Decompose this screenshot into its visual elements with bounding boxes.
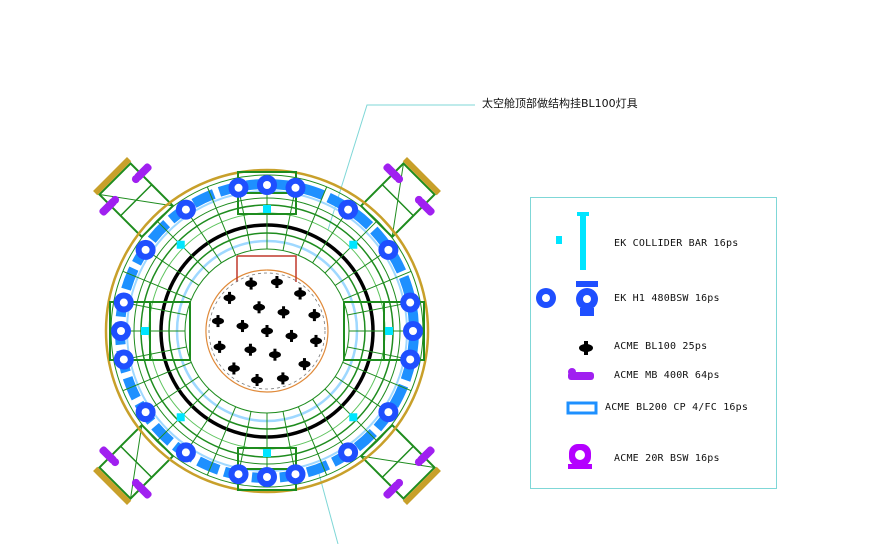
collider-bar-marker	[263, 449, 271, 457]
ek-h1-fixture	[175, 442, 196, 463]
truss-spoke	[297, 186, 328, 256]
ek-h1-fixture	[257, 175, 277, 195]
mb400r-fixture-icon	[568, 368, 594, 380]
ek-h1-fixture	[113, 349, 134, 370]
legend-label-collider-bar: EK COLLIDER BAR 16ps	[614, 238, 739, 249]
bl100-fixture	[223, 291, 236, 304]
legend-label-20r-bsw: ACME 20R BSW 16ps	[614, 453, 720, 464]
bl100-fixture	[298, 358, 311, 371]
ek-h1-fixture	[285, 177, 306, 198]
ek-h1-fixture	[378, 239, 399, 260]
ek-h1-fixture	[400, 292, 421, 313]
collider-bar-marker	[349, 240, 358, 249]
bl100-fixture	[308, 309, 321, 322]
ek-h1-fixture	[135, 239, 156, 260]
bl100-fixture	[236, 320, 249, 333]
bl100-fixture	[270, 275, 283, 288]
ek-h1-fixture	[338, 199, 359, 220]
collider-bar-marker	[349, 413, 358, 422]
legend-label-ek-h1: EK H1 480BSW 16ps	[614, 293, 720, 304]
bl100-fixture	[261, 325, 273, 337]
bl100-fixture	[285, 329, 298, 342]
legend-label-bl100: ACME BL100 25ps	[614, 341, 708, 352]
bl100-fixture	[227, 362, 240, 375]
outer-ring	[104, 168, 430, 494]
bl100-fixture	[244, 343, 257, 356]
ek-h1-fixture	[228, 177, 249, 198]
bl100-fixture	[213, 340, 226, 353]
bl200-bar-icon	[566, 401, 598, 415]
collider-bar-marker	[176, 413, 185, 422]
annotation-text: 太空舱顶部做结构挂BL100灯具	[482, 97, 638, 110]
ek-h1-fixture	[378, 402, 399, 423]
bl100-fixture	[268, 348, 281, 361]
collider-bar-markers	[141, 205, 393, 457]
diagonal-truss-arms	[93, 157, 441, 505]
legend-label-mb400r: ACME MB 400R 64ps	[614, 370, 720, 381]
truss-spoke	[122, 361, 192, 392]
collider-bar-marker	[176, 240, 185, 249]
collider-bar-marker	[385, 327, 393, 335]
collider-bar-icon	[556, 212, 589, 270]
legend-icons	[536, 212, 598, 469]
legend-label-bl200: ACME BL200 CP 4/FC 16ps	[605, 402, 749, 413]
bl100-fixture	[310, 334, 323, 347]
ek-h1-fixture	[400, 349, 421, 370]
ek-h1-fixture	[228, 464, 249, 485]
legend-panel	[530, 197, 777, 489]
ek-h1-fixture-ring	[111, 175, 423, 487]
bl100-fixture	[276, 372, 289, 385]
collider-bar-marker	[141, 327, 149, 335]
bl100-fixture	[253, 301, 266, 314]
moving-head-blue-icon	[536, 281, 598, 316]
truss-spoke	[342, 270, 412, 301]
ek-h1-fixture	[403, 321, 423, 341]
orange-stage-arc	[205, 269, 329, 393]
collider-bar-marker	[263, 205, 271, 213]
ek-h1-fixture	[257, 467, 277, 487]
ek-h1-fixture	[113, 292, 134, 313]
bl100-fixture-icon	[579, 341, 593, 355]
red-stage-outline	[236, 255, 297, 282]
20r-bsw-icon	[568, 444, 592, 469]
bl100-fixture-cluster	[211, 275, 323, 387]
ek-h1-fixture	[175, 199, 196, 220]
truss-spoke	[206, 186, 237, 256]
ek-h1-fixture	[338, 442, 359, 463]
bl100-fixture	[294, 287, 307, 300]
ek-h1-fixture	[285, 464, 306, 485]
truss-spoke	[297, 406, 328, 476]
truss-spoke	[206, 406, 237, 476]
bl100-fixture	[251, 374, 264, 387]
ek-h1-fixture	[111, 321, 131, 341]
truss-spoke	[122, 270, 192, 301]
ek-h1-fixture	[135, 402, 156, 423]
bl100-fixture	[245, 277, 258, 290]
mb400r-fixtures	[99, 163, 435, 499]
truss-spoke	[342, 361, 412, 392]
bl100-fixture	[211, 315, 224, 328]
bl100-fixture	[277, 306, 290, 319]
